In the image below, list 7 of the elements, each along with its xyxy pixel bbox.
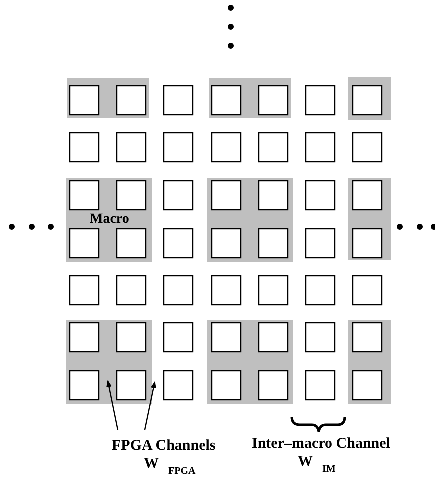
leader-arrow (106, 380, 119, 430)
channel-label: Inter–macro Channel (252, 437, 390, 452)
channel-width-symbol: W $_{FPGA}$ (144, 457, 196, 477)
leader-arrow (144, 381, 156, 430)
channel-label: FPGA Channels (112, 439, 216, 454)
channel-width-symbol: W $_{IM}$ (298, 455, 336, 475)
macro-label: Macro (90, 213, 130, 227)
